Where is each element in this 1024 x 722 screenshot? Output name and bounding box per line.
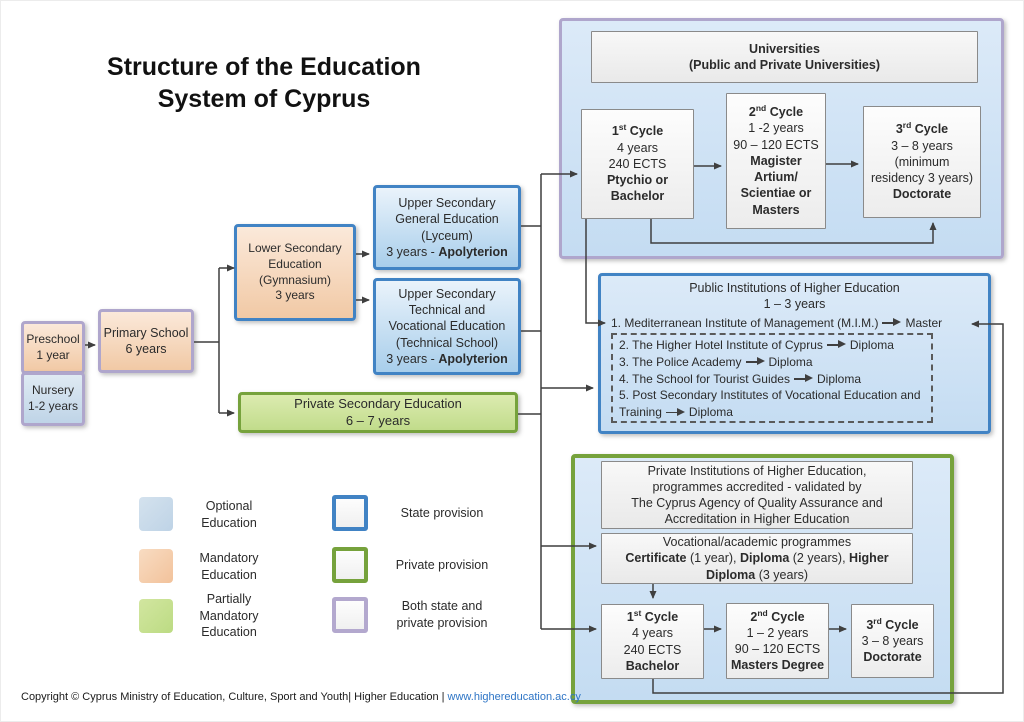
arrow-right-icon [793, 373, 813, 383]
public-institutions-title: Public Institutions of Higher Education … [689, 280, 900, 311]
upper-secondary-technical-box: Upper Secondary Technical and Vocational… [373, 278, 521, 375]
legend-label-mandatory: Mandatory Education [199, 551, 259, 582]
primary-school-box: Primary School 6 years [98, 309, 194, 373]
private-cycle2-qualification: Masters Degree [730, 658, 825, 673]
vocational-programmes-box: Vocational/academic programmes Certifica… [601, 533, 913, 584]
cycle1-details: 4 years 240 ECTS [608, 140, 667, 171]
public-institution-item-5: 5. Post Secondary Institutes of Vocation… [619, 388, 921, 420]
upper-secondary-general-box: Upper Secondary General Education (Lyceu… [373, 185, 521, 270]
cycle1-qualification: Ptychio or Bachelor [606, 173, 669, 204]
legend-label-private-provision: Private provision [395, 558, 489, 572]
nursery-box: Nursery 1-2 years [21, 372, 85, 426]
private-secondary-box: Private Secondary Education 6 – 7 years [238, 392, 518, 433]
universities-cycle1-box: 1st Cycle 4 years 240 ECTS Ptychio or Ba… [581, 109, 694, 219]
preschool-box: Preschool 1 year [21, 321, 85, 374]
cycle3-qualification: Doctorate [892, 187, 952, 202]
legend-square-private-provision [332, 547, 368, 583]
private-cycle2-title: 2nd Cycle [750, 607, 805, 624]
legend-label-both-provision: Both state and private provision [396, 599, 488, 630]
page-title: Structure of the Education System of Cyp… [107, 53, 421, 113]
upper-technical-duration: 3 years - Apolyterion [386, 351, 508, 366]
legend-label-optional: Optional Education [201, 499, 257, 530]
cycle2-qualification: Magister Artium/ Scientiae or Masters [740, 153, 812, 217]
private-cycle1-details: 4 years 240 ECTS [623, 626, 682, 657]
upper-general-lines: Upper Secondary General Education (Lyceu… [395, 196, 499, 243]
private-cycle3-box: 3rd Cycle 3 – 8 years Doctorate [851, 604, 934, 678]
public-institution-item-1: 1. Mediterranean Institute of Management… [611, 316, 943, 330]
private-cycle3-details: 3 – 8 years [861, 633, 924, 648]
legend-label-state-provision: State provision [400, 506, 484, 520]
cycle1-title: 1st Cycle [611, 122, 664, 139]
vocational-programmes-detail: Certificate (1 year), Diploma (2 years),… [625, 551, 889, 582]
upper-technical-lines: Upper Secondary Technical and Vocational… [388, 286, 506, 350]
private-cycle2-details: 1 – 2 years 90 – 120 ECTS [734, 625, 821, 656]
private-cycle1-qualification: Bachelor [625, 658, 680, 673]
legend-square-state-provision [332, 495, 368, 531]
higher-education-link[interactable]: www.highereducation.ac.cy [447, 691, 581, 703]
lower-secondary-box: Lower Secondary Education (Gymnasium) 3 … [234, 224, 356, 321]
private-cycle1-box: 1st Cycle 4 years 240 ECTS Bachelor [601, 604, 704, 679]
universities-header: Universities (Public and Private Univers… [591, 31, 978, 83]
cycle2-details: 1 -2 years 90 – 120 ECTS [733, 121, 819, 152]
universities-cycle3-box: 3rd Cycle 3 – 8 years (minimum residency… [863, 106, 981, 218]
arrow-right-icon [745, 357, 765, 366]
upper-general-duration: 3 years - Apolyterion [386, 244, 508, 259]
private-cycle3-qualification: Doctorate [863, 650, 922, 665]
private-institutions-header: Private Institutions of Higher Education… [601, 461, 913, 529]
copyright-line: Copyright © Cyprus Ministry of Education… [21, 691, 581, 703]
legend-square-both-provision [332, 597, 368, 633]
private-cycle2-box: 2nd Cycle 1 – 2 years 90 – 120 ECTS Mast… [726, 603, 829, 679]
private-cycle3-title: 3rd Cycle [866, 615, 919, 632]
vocational-programmes-title: Vocational/academic programmes [662, 535, 852, 550]
arrow-right-icon [665, 407, 685, 417]
arrow-right-icon [826, 340, 846, 349]
universities-cycle2-box: 2nd Cycle 1 -2 years 90 – 120 ECTS Magis… [726, 93, 826, 229]
cycle3-details: 3 – 8 years (minimum residency 3 years) [870, 138, 974, 186]
legend-swatch-optional [139, 497, 173, 531]
legend-swatch-mandatory [139, 549, 173, 583]
cycle2-title: 2nd Cycle [748, 102, 804, 120]
cycle3-title: 3rd Cycle [895, 120, 949, 137]
legend-swatch-partially-mandatory [139, 599, 173, 633]
copyright-text: Copyright © Cyprus Ministry of Education… [21, 691, 448, 703]
private-cycle1-title: 1st Cycle [626, 607, 679, 624]
arrow-right-icon [882, 318, 902, 327]
legend-label-partially-mandatory: Partially Mandatory Education [199, 592, 259, 640]
